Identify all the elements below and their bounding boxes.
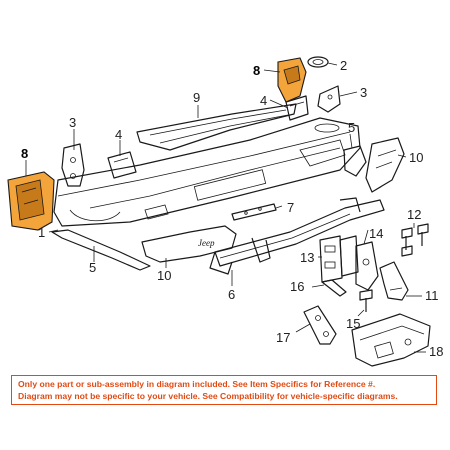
callout-16: 16 [290, 279, 304, 294]
callout-11: 11 [425, 288, 439, 303]
callout-10-right: 10 [409, 150, 423, 165]
part-7-strip [231, 203, 277, 221]
callout-3-left: 3 [69, 115, 76, 130]
callout-labels: 2 3 4 8 9 3 4 8 5 10 1 5 7 10 6 12 13 14… [21, 58, 443, 359]
part-13-plates [319, 235, 359, 283]
disclaimer-line-1: Only one part or sub-assembly in diagram… [18, 379, 376, 389]
leader-lines [25, 62, 426, 353]
part-14-bracket [355, 241, 379, 291]
callout-8-upper: 8 [253, 63, 260, 78]
callout-4-left: 4 [115, 127, 122, 142]
callout-17: 17 [276, 330, 290, 345]
part-11-hook [379, 261, 409, 301]
callout-14: 14 [369, 226, 383, 241]
part-5-bracket [343, 145, 367, 177]
callout-4-right: 4 [260, 93, 267, 108]
part-18-hitch [351, 313, 431, 367]
part-16-bolt [321, 279, 347, 297]
part-10-step-lower: Jeep [141, 225, 237, 263]
part-3-bracket-left [61, 143, 85, 187]
part-3-bracket-right [317, 85, 341, 113]
callout-8-left: 8 [21, 146, 28, 161]
part-6-reinforcement [209, 197, 385, 275]
callout-3-right: 3 [360, 85, 367, 100]
callout-2: 2 [340, 58, 347, 73]
part-5-trim-strip [51, 229, 151, 271]
callout-10-lower: 10 [157, 268, 171, 283]
jeep-emblem: Jeep [198, 238, 215, 248]
disclaimer-line-2: Diagram may not be specific to your vehi… [18, 391, 398, 401]
part-2-cap [307, 56, 329, 68]
part-4-bracket-left [107, 151, 137, 179]
callout-13: 13 [300, 250, 314, 265]
part-15-bolt [359, 289, 373, 312]
part-17-strap [303, 305, 337, 345]
part-8-highlight-upper [277, 57, 307, 103]
part-9-step-pad [136, 103, 297, 151]
callout-18: 18 [429, 344, 443, 359]
callout-12: 12 [407, 207, 421, 222]
part-12-bolts [401, 223, 429, 257]
disclaimer-box: Only one part or sub-assembly in diagram… [11, 375, 437, 405]
callout-6: 6 [228, 287, 235, 302]
callout-15: 15 [346, 316, 360, 331]
part-4-bracket-right [285, 95, 309, 121]
callout-1: 1 [38, 225, 45, 240]
callout-7: 7 [287, 200, 294, 215]
part-8-highlight-left [7, 171, 55, 231]
callout-5-right: 5 [348, 120, 355, 135]
callout-5-lower: 5 [89, 260, 96, 275]
part-1-bumper [53, 117, 361, 227]
callout-9: 9 [193, 90, 200, 105]
part-10-end-cap [365, 137, 405, 193]
